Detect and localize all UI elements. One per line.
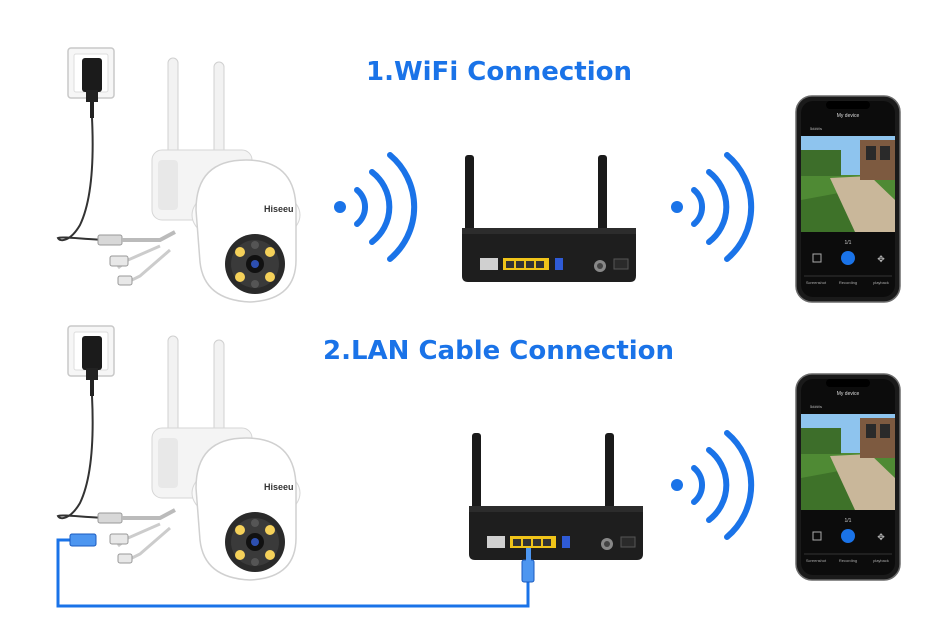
- phone-status: 5###/s: [810, 404, 822, 409]
- phone-page: 1/1: [845, 240, 852, 246]
- phone-status: 5###/s: [810, 126, 822, 131]
- phone-control-screenshot: Screenshot: [806, 280, 827, 285]
- power-outlet: [68, 48, 114, 118]
- phone-control-recording: Recording: [839, 558, 857, 563]
- camera-brand-label: Hiseeu: [264, 482, 294, 492]
- lan-plug-router: [522, 560, 534, 582]
- router: [469, 433, 643, 560]
- router: [462, 155, 636, 282]
- wifi-waves-router: [671, 155, 751, 259]
- camera-brand-label: Hiseeu: [264, 204, 294, 214]
- phone-header: My device: [837, 391, 860, 397]
- phone-header: My device: [837, 113, 860, 119]
- phone-control-recording: Recording: [839, 280, 857, 285]
- wifi-section: [58, 48, 900, 302]
- phone-control-screenshot: Screenshot: [806, 558, 827, 563]
- phone-page: 1/1: [845, 518, 852, 524]
- wifi-waves-camera: [334, 155, 414, 259]
- lan-section: [58, 326, 900, 580]
- power-outlet: [68, 326, 114, 396]
- lan-plug-camera: [70, 534, 96, 546]
- phone-control-playback: playback: [873, 280, 889, 285]
- phone-control-playback: playback: [873, 558, 889, 563]
- lan-plug-router-neck: [526, 548, 531, 562]
- wifi-waves-router: [671, 433, 751, 537]
